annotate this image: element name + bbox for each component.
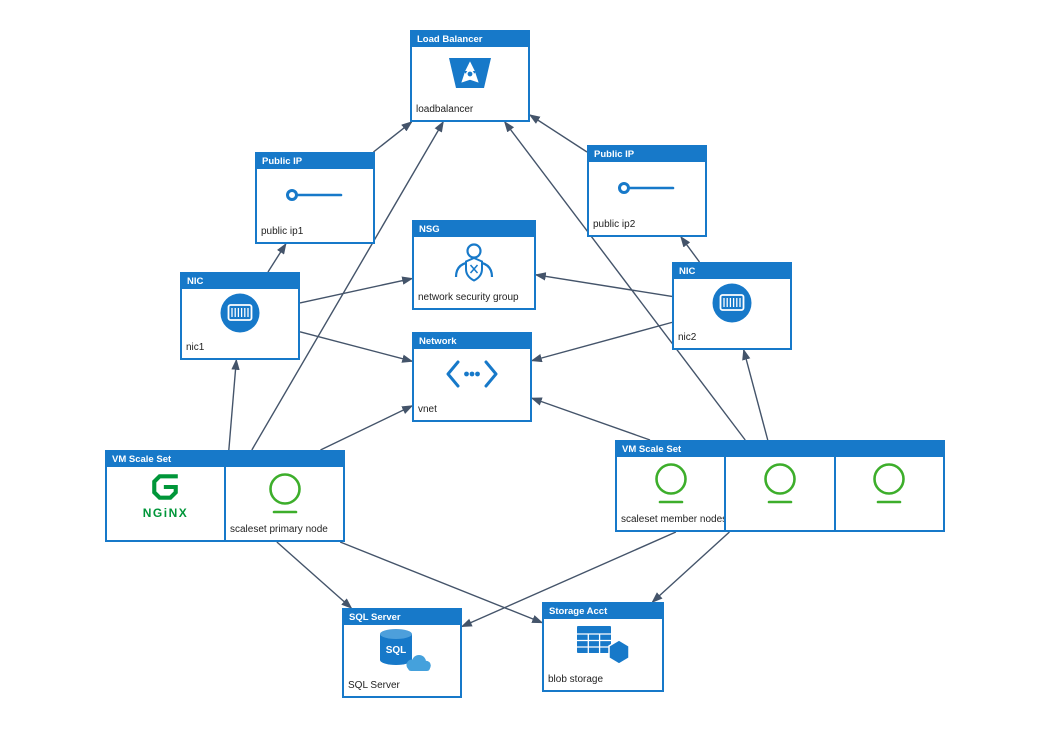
node-label: blob storage [548, 674, 604, 685]
edge-vmss2-nic2 [742, 348, 769, 441]
vmss-cell-vm[interactable] [833, 457, 943, 530]
node-header: NIC [182, 274, 298, 289]
node-header: NSG [414, 222, 534, 237]
node-header: Network [414, 334, 530, 349]
edge-vmss1-sqlserver [276, 541, 353, 609]
nginx-logo-text: NGiNX [142, 506, 189, 520]
node-nsg[interactable]: NSG network security group [412, 220, 536, 310]
edge-vmss2-sqlserver [460, 531, 677, 628]
edge-nic1-nsg [299, 276, 414, 304]
node-header: VM Scale Set [617, 442, 943, 457]
nginx-logo-icon: NGiNX [143, 470, 189, 520]
node-header: NIC [674, 264, 790, 279]
cell-label: scaleset primary node [230, 524, 328, 535]
edge-vmss1-loadbalancer [251, 120, 444, 451]
virtual-network-icon [443, 355, 501, 398]
node-vnet[interactable]: Network vnet [412, 332, 532, 422]
node-header: Public IP [589, 147, 705, 162]
node-label: nic1 [186, 342, 205, 353]
edge-vmss1-storage [339, 541, 544, 624]
cell-label [726, 513, 833, 530]
vmss-cell-vm[interactable] [724, 457, 833, 530]
edge-nic1-vnet [299, 331, 414, 363]
node-nic2[interactable]: NIC nic2 [672, 262, 792, 350]
node-sql-server[interactable]: SQL Server SQL SQL Server [342, 608, 462, 698]
vmss-cell-vm[interactable]: scaleset member nodes [617, 457, 724, 530]
node-vm-scale-set-primary[interactable]: VM Scale Set NGiNX [105, 450, 345, 542]
edge-vmss2-loadbalancer [503, 120, 746, 441]
edge-nic1-publicip1 [267, 242, 287, 273]
edge-publicip2-loadbalancer [528, 114, 588, 153]
cell-label: scaleset member nodes [621, 514, 725, 525]
network-interface-icon [711, 282, 753, 329]
edge-vmss1-nic1 [228, 358, 240, 451]
cell-label [836, 513, 943, 530]
network-interface-icon [219, 292, 261, 339]
public-ip-icon [282, 183, 348, 212]
node-label: vnet [418, 404, 437, 415]
node-header: SQL Server [344, 610, 460, 625]
node-label: public ip1 [261, 226, 304, 237]
vm-node-icon [759, 459, 801, 512]
edge-nic2-vnet [530, 321, 673, 363]
node-label: loadbalancer [416, 104, 474, 115]
node-load-balancer[interactable]: Load Balancer loadbalancer [410, 30, 530, 122]
edge-nic2-nsg [534, 272, 673, 298]
node-header: Storage Acct [544, 604, 662, 619]
node-nic1[interactable]: NIC nic1 [180, 272, 300, 360]
public-ip-icon [614, 176, 680, 205]
network-security-group-icon [451, 240, 497, 289]
sql-database-icon: SQL [373, 626, 431, 679]
node-public-ip1[interactable]: Public IP public ip1 [255, 152, 375, 244]
node-storage-account[interactable]: Storage Acct blob storage [542, 602, 664, 692]
edge-publicip1-loadbalancer [373, 121, 413, 153]
vmss-cell-nginx[interactable]: NGiNX [107, 467, 224, 540]
edge-vmss1-vnet [320, 405, 414, 451]
load-balancer-icon [443, 53, 497, 98]
node-label: nic2 [678, 332, 697, 343]
edge-vmss2-vnet [530, 397, 651, 441]
node-public-ip2[interactable]: Public IP public ip2 [587, 145, 707, 237]
svg-text:SQL: SQL [386, 645, 407, 656]
node-label: public ip2 [593, 219, 636, 230]
edge-nic2-publicip2 [680, 235, 701, 263]
node-label: SQL Server [348, 680, 400, 691]
vm-node-icon [264, 469, 306, 522]
cell-label [107, 523, 224, 540]
node-label: network security group [418, 292, 519, 303]
node-header: VM Scale Set [107, 452, 343, 467]
node-header: Public IP [257, 154, 373, 169]
edge-vmss2-storage [651, 531, 730, 603]
vmss-cell-vm[interactable]: scaleset primary node [224, 467, 343, 540]
vm-node-icon [650, 459, 692, 512]
vm-node-icon [868, 459, 910, 512]
blob-storage-icon [573, 621, 633, 672]
node-vm-scale-set-members[interactable]: VM Scale Set scaleset member nodes [615, 440, 945, 532]
node-header: Load Balancer [412, 32, 528, 47]
